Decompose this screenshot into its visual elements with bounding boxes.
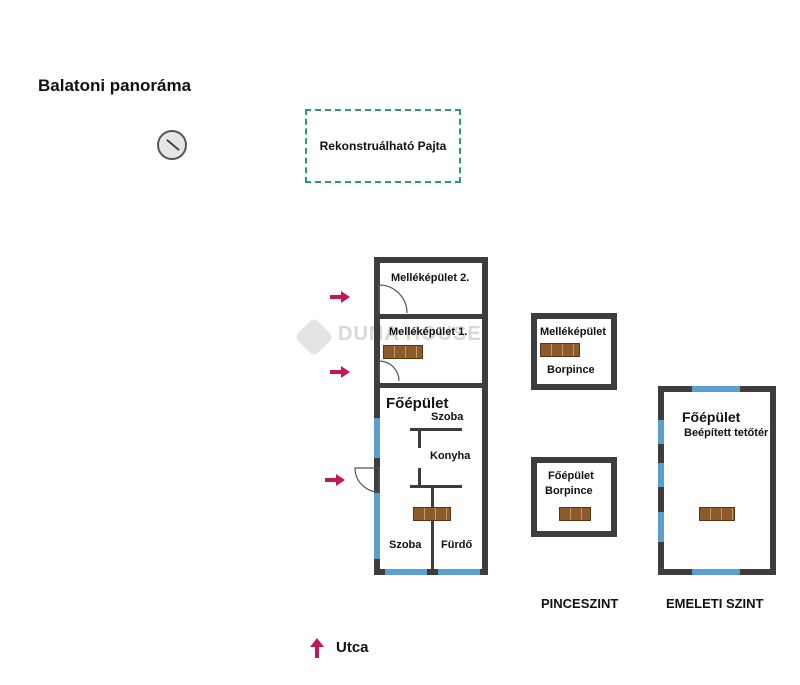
wall [482,257,488,575]
room-furdo-label: Fürdő [441,539,473,551]
entry-arrow-icon [330,366,350,378]
wall [531,531,617,537]
wall [531,313,537,390]
plan-title: Balatoni panoráma [38,76,192,95]
window [658,463,664,487]
wall [374,314,488,319]
wall [611,457,617,537]
upper-level-label: EMELETI SZINT [666,596,764,611]
annex-2-label: Melléképület 2. [391,272,470,284]
wall [770,386,776,575]
window [692,386,740,392]
entry-arrow-icon [330,291,350,303]
street-arrow-icon [310,638,324,658]
compass-icon [157,130,187,160]
wall [531,457,617,463]
wall [374,257,488,263]
annex-1-label: Melléképület 1. [389,326,468,338]
wall [531,384,617,390]
window [438,569,480,575]
upper-label-1: Főépület [682,409,741,425]
barn-outline: Rekonstruálható Pajta [305,109,461,183]
stairs-icon [540,343,580,357]
window [374,493,380,559]
door-icon [378,284,408,314]
street-label: Utca [336,639,369,656]
window [658,420,664,444]
wall [531,457,537,537]
wall [374,569,488,575]
main-cellar-label-2: Borpince [545,485,593,497]
stairs-icon [413,507,451,521]
stairs-icon [699,507,735,521]
entry-arrow-icon [325,474,345,486]
watermark-logo-icon [294,317,334,357]
window [385,569,427,575]
window [692,569,740,575]
wall [410,428,462,431]
stairs-icon [559,507,591,521]
wall [418,428,421,448]
main-building-label: Főépület [386,395,449,412]
room-szoba-top-label: Szoba [431,411,464,423]
room-szoba-bottom-label: Szoba [389,539,422,551]
upper-label-2: Beépített tetőtér [684,427,769,439]
room-konyha-label: Konyha [430,450,471,462]
door-icon [354,467,380,493]
window [374,418,380,458]
main-cellar-label-1: Főépület [548,470,594,482]
wall [374,257,380,575]
annex-cellar-label-1: Melléképület [540,326,607,338]
watermark: DUNA HOUSE [338,323,482,345]
annex-cellar-label-2: Borpince [547,364,595,376]
basement-level-label: PINCESZINT [541,596,619,611]
wall [431,488,434,570]
wall [374,383,488,388]
window [658,512,664,542]
barn-label: Rekonstruálható Pajta [319,139,447,153]
wall [410,485,462,488]
stairs-icon [383,345,423,359]
wall [611,313,617,390]
wall [418,468,421,488]
wall [531,313,617,319]
door-icon [378,360,400,382]
